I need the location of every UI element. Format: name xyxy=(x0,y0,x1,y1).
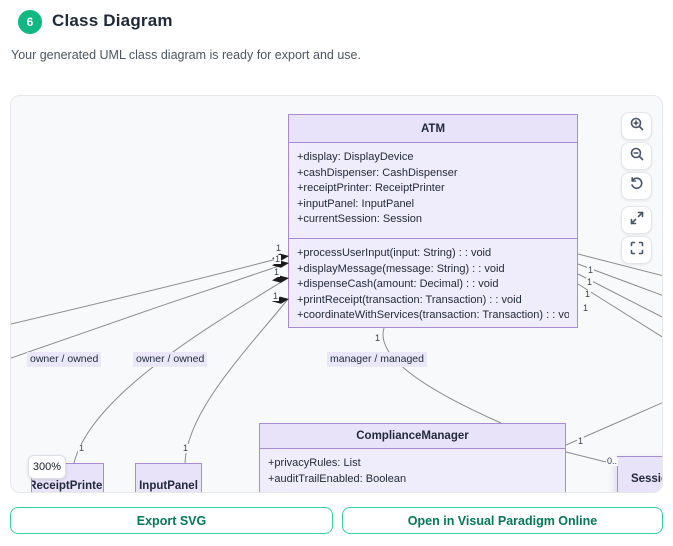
multiplicity-label: 1 xyxy=(274,254,282,264)
export-svg-button[interactable]: Export SVG xyxy=(10,507,333,534)
uml-method: +displayMessage(message: String) : : voi… xyxy=(297,262,505,275)
multiplicity-label: 1 xyxy=(182,443,190,453)
zoom-out-button[interactable] xyxy=(621,142,652,170)
fullscreen-button[interactable] xyxy=(621,236,652,264)
uml-class-session-name: Session xyxy=(618,457,662,492)
zoom-in-button[interactable] xyxy=(621,112,652,140)
multiplicity-label: 1 xyxy=(584,289,592,299)
multiplicity-label: 1 xyxy=(78,443,86,453)
page-title: Class Diagram xyxy=(52,11,173,30)
uml-class-inputpanel[interactable]: InputPanel xyxy=(135,463,202,492)
relationship-label: manager / managed xyxy=(327,352,427,367)
uml-class-inputpanel-name: InputPanel xyxy=(136,464,201,492)
expand-arrows-icon xyxy=(629,210,645,231)
multiplicity-label: 1 xyxy=(275,243,283,253)
diagram-canvas[interactable]: ATM +display: DisplayDevice +cashDispens… xyxy=(10,95,663,493)
uml-attribute: +receiptPrinter: ReceiptPrinter xyxy=(297,182,445,195)
multiplicity-label: 0.. xyxy=(606,456,619,466)
uml-method: +printReceipt(transaction: Transaction) … xyxy=(297,293,522,306)
multiplicity-label: 1 xyxy=(587,265,595,275)
expand-button[interactable] xyxy=(621,206,652,234)
relationship-label: owner / owned xyxy=(27,352,102,367)
multiplicity-label: 1 xyxy=(582,303,590,313)
open-visual-paradigm-button[interactable]: Open in Visual Paradigm Online xyxy=(342,507,663,534)
relationship-label: owner / owned xyxy=(133,352,208,367)
uml-attribute: +inputPanel: InputPanel xyxy=(297,197,415,210)
uml-class-session[interactable]: Session xyxy=(617,456,662,492)
multiplicity-label: 1 xyxy=(586,277,594,287)
uml-class-compliancemanager[interactable]: ComplianceManager +privacyRules: List +a… xyxy=(259,423,566,492)
fullscreen-brackets-icon xyxy=(629,240,645,261)
page-subtitle: Your generated UML class diagram is read… xyxy=(11,48,361,62)
uml-method: +coordinateWithServices(transaction: Tra… xyxy=(297,309,569,322)
uml-attribute: +display: DisplayDevice xyxy=(297,151,414,163)
uml-attribute: +privacyRules: List xyxy=(268,457,361,469)
zoom-out-icon xyxy=(629,146,645,167)
uml-method: +dispenseCash(amount: Decimal) : : void xyxy=(297,278,499,291)
reset-view-button[interactable] xyxy=(621,172,652,200)
uml-class-atm-attributes: +display: DisplayDevice +cashDispenser: … xyxy=(289,143,577,239)
uml-class-atm-methods: +processUserInput(input: String) : : voi… xyxy=(289,239,577,327)
rotate-ccw-icon xyxy=(629,176,645,197)
multiplicity-label: 1 xyxy=(577,436,585,446)
uml-method: +processUserInput(input: String) : : voi… xyxy=(297,247,492,259)
multiplicity-label: 1 xyxy=(272,291,280,301)
uml-class-compliancemanager-name: ComplianceManager xyxy=(260,424,565,449)
step-number-badge: 6 xyxy=(18,10,42,34)
uml-class-atm[interactable]: ATM +display: DisplayDevice +cashDispens… xyxy=(288,114,578,328)
zoom-level-badge: 300% xyxy=(28,455,66,479)
uml-attribute: +auditTrailEnabled: Boolean xyxy=(268,472,407,485)
multiplicity-label: 1 xyxy=(273,267,281,277)
zoom-in-icon xyxy=(629,116,645,137)
uml-attribute: +cashDispenser: CashDispenser xyxy=(297,166,458,179)
uml-class-compliancemanager-attributes: +privacyRules: List +auditTrailEnabled: … xyxy=(260,449,565,491)
uml-attribute: +currentSession: Session xyxy=(297,213,423,226)
multiplicity-label: 1 xyxy=(374,333,382,343)
uml-class-atm-name: ATM xyxy=(289,115,577,143)
